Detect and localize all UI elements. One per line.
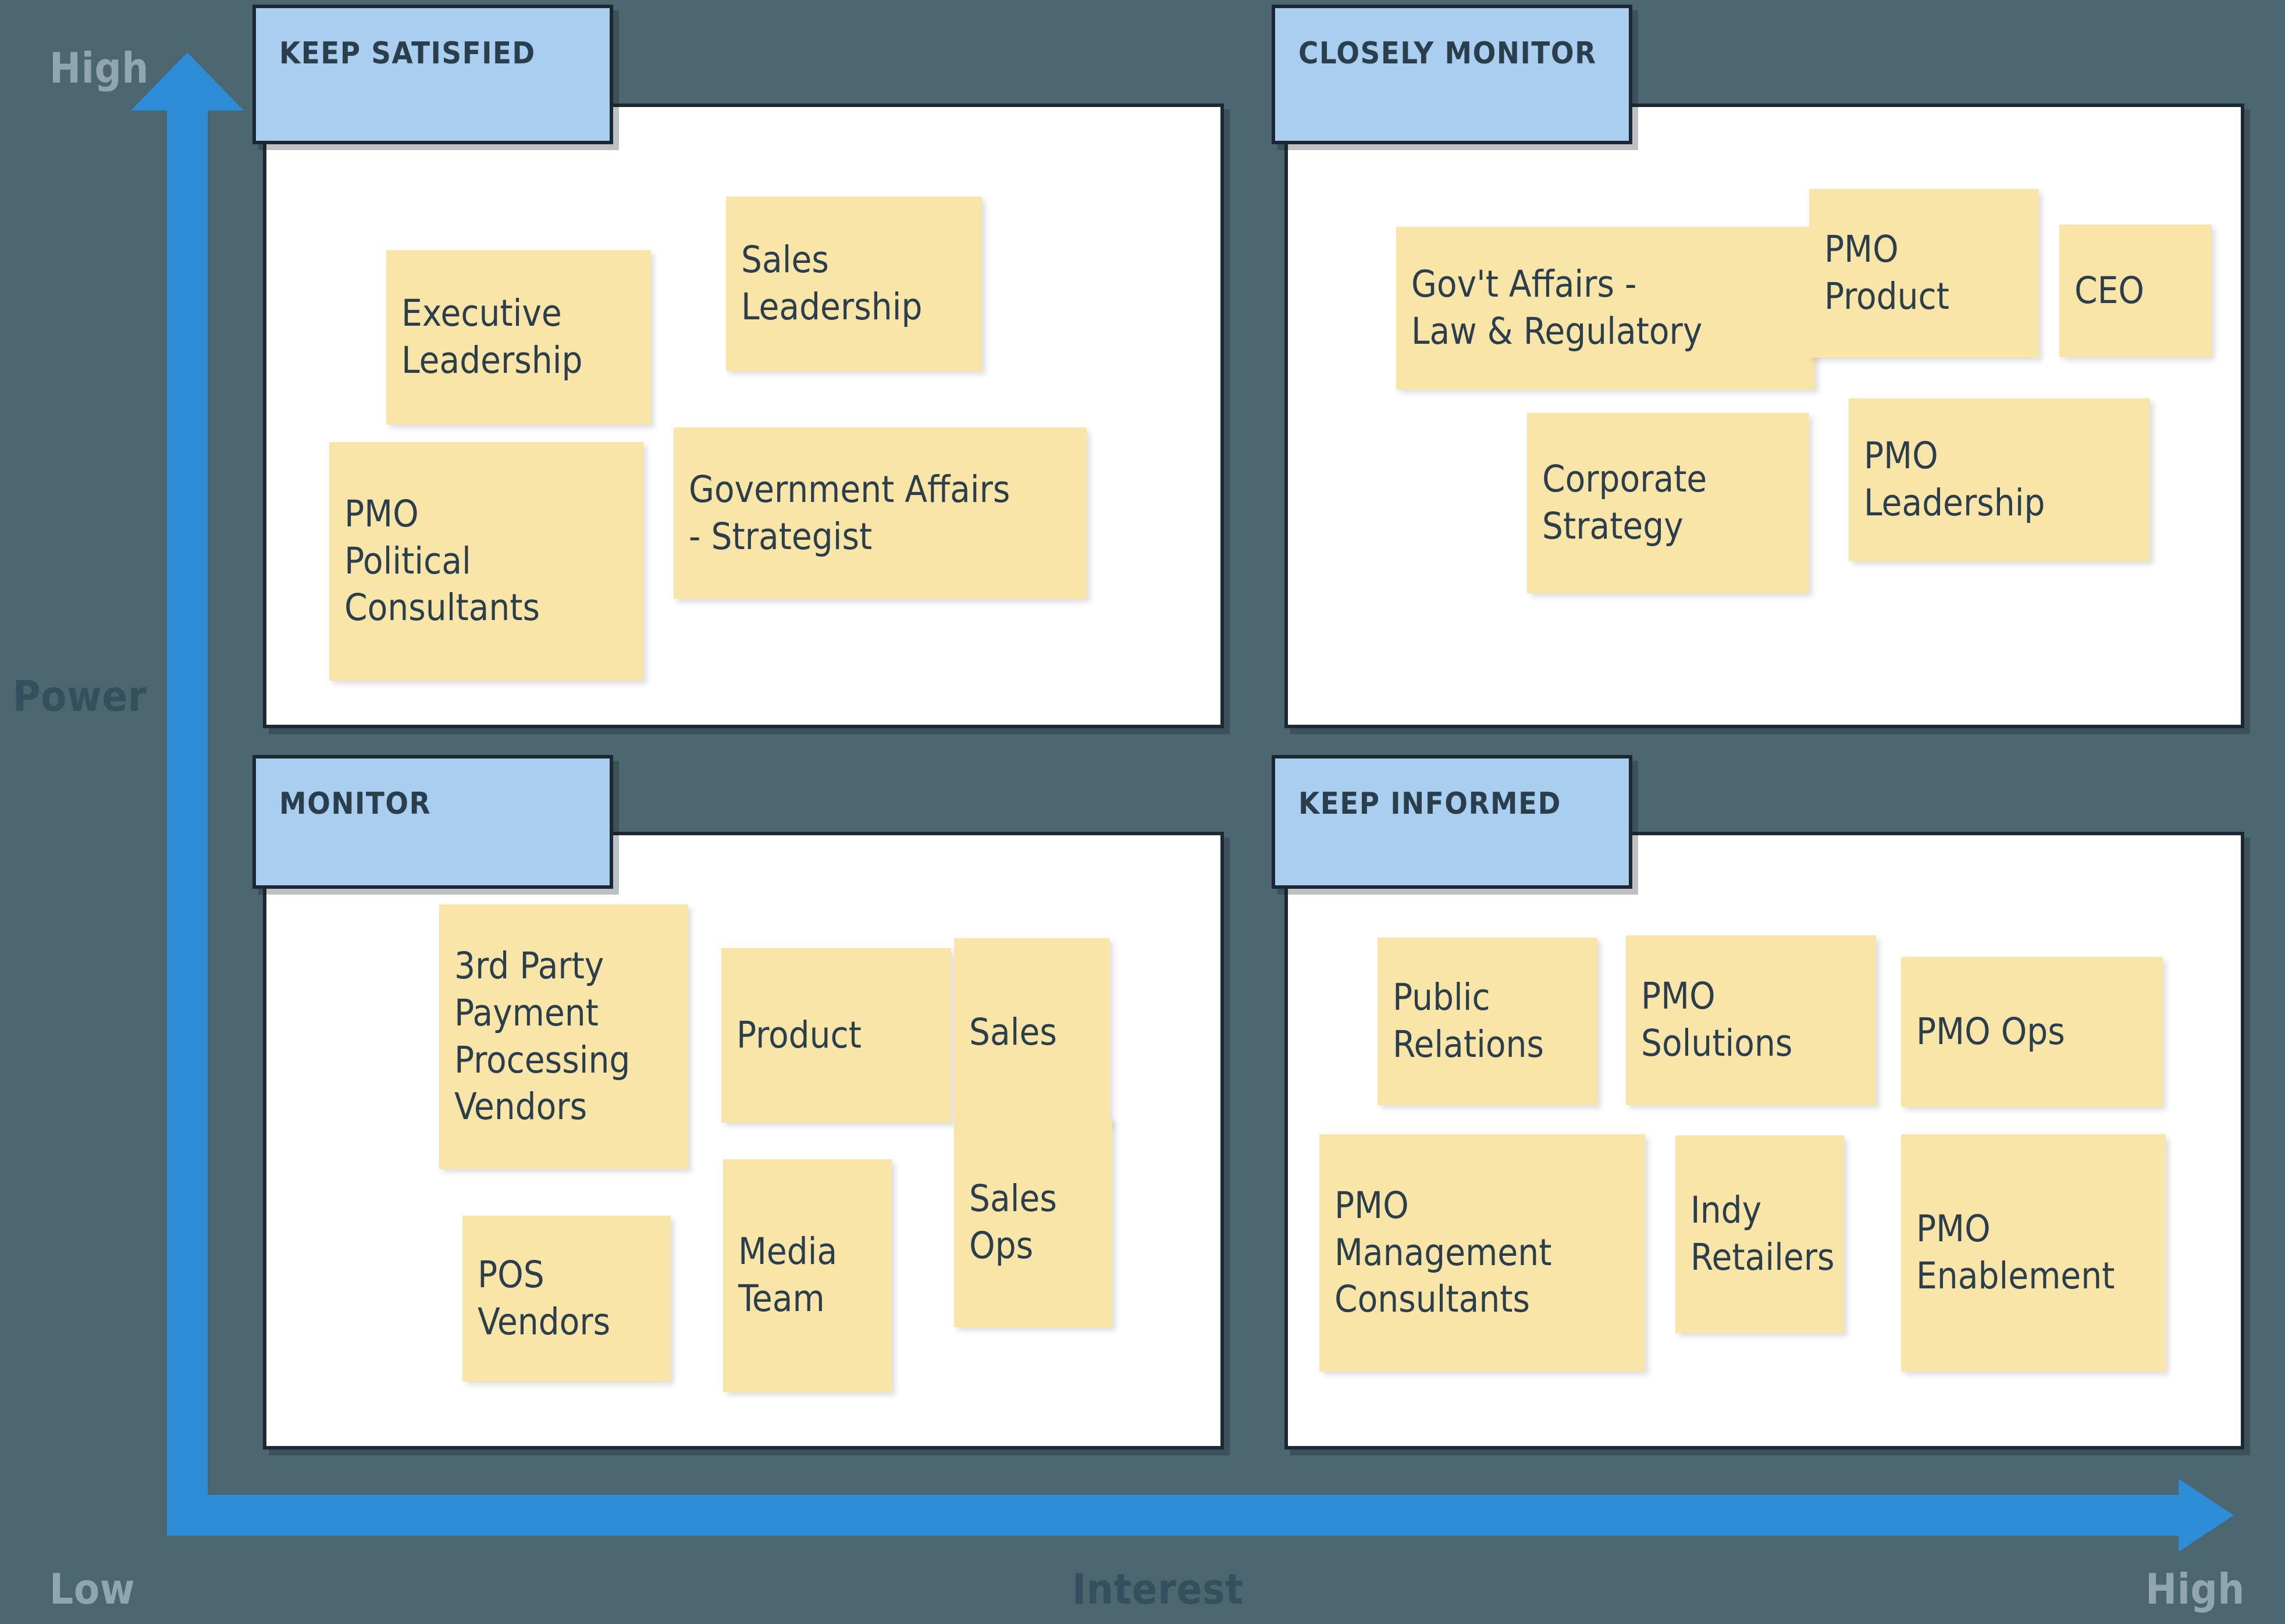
quadrant-tab-closely-monitor[interactable]: CLOSELY MONITOR bbox=[1272, 5, 1632, 144]
sticky-note-text: Product bbox=[736, 1013, 862, 1056]
sticky-note-text: PMO Product bbox=[1824, 228, 1949, 318]
sticky-note[interactable]: Corporate Strategy bbox=[1527, 413, 1809, 593]
sticky-note-text: POS Vendors bbox=[478, 1253, 611, 1343]
sticky-note[interactable]: PMO Product bbox=[1809, 189, 2039, 358]
quadrant-title-keep-informed: KEEP INFORMED bbox=[1298, 786, 1561, 821]
sticky-note-text: Corporate Strategy bbox=[1542, 458, 1707, 547]
sticky-note-text: Sales Ops bbox=[969, 1177, 1057, 1267]
quadrant-title-closely-monitor: CLOSELY MONITOR bbox=[1298, 36, 1597, 71]
sticky-note-text: PMO Leadership bbox=[1864, 435, 2045, 524]
sticky-note-text: Government Affairs - Strategist bbox=[689, 468, 1010, 558]
sticky-note[interactable]: Sales Ops bbox=[954, 1118, 1112, 1327]
x-axis-arrow-shaft bbox=[167, 1495, 2186, 1536]
sticky-note-text: PMO Political Consultants bbox=[344, 493, 540, 629]
x-axis-low-label: Low bbox=[49, 1565, 136, 1614]
quadrant-tab-monitor[interactable]: MONITOR bbox=[252, 755, 613, 889]
sticky-note[interactable]: Product bbox=[721, 948, 951, 1123]
sticky-note[interactable]: PMO Political Consultants bbox=[329, 442, 643, 681]
sticky-note[interactable]: Government Affairs - Strategist bbox=[674, 428, 1087, 599]
x-axis-title: Interest bbox=[1072, 1565, 1244, 1614]
sticky-note-text: Public Relations bbox=[1393, 976, 1544, 1066]
quadrant-title-keep-satisfied: KEEP SATISFIED bbox=[279, 36, 536, 71]
sticky-note[interactable]: Gov't Affairs - Law & Regulatory bbox=[1396, 227, 1815, 390]
y-axis-arrow-shaft bbox=[167, 108, 208, 1536]
sticky-note-text: Sales bbox=[969, 1011, 1057, 1054]
sticky-note-text: Gov't Affairs - Law & Regulatory bbox=[1411, 263, 1703, 352]
sticky-note[interactable]: PMO Ops bbox=[1901, 957, 2163, 1107]
sticky-note[interactable]: PMO Leadership bbox=[1849, 398, 2150, 561]
x-axis-arrow-head bbox=[2179, 1479, 2234, 1552]
x-axis-high-label: High bbox=[2145, 1565, 2245, 1614]
sticky-note[interactable]: PMO Management Consultants bbox=[1319, 1134, 1645, 1372]
y-axis-arrow-head bbox=[131, 52, 244, 111]
quadrant-title-monitor: MONITOR bbox=[279, 786, 432, 821]
sticky-note-text: Executive Leadership bbox=[401, 292, 583, 382]
sticky-note-text: 3rd Party Payment Processing Vendors bbox=[454, 945, 631, 1128]
sticky-note[interactable]: Indy Retailers bbox=[1675, 1135, 1844, 1333]
sticky-note[interactable]: Executive Leadership bbox=[386, 250, 651, 425]
sticky-note[interactable]: POS Vendors bbox=[462, 1216, 671, 1381]
sticky-note[interactable]: 3rd Party Payment Processing Vendors bbox=[439, 904, 688, 1169]
sticky-note-text: Indy Retailers bbox=[1690, 1189, 1835, 1278]
y-axis-title: Power bbox=[13, 672, 147, 721]
sticky-note[interactable]: Sales Leadership bbox=[726, 197, 982, 371]
sticky-note-text: PMO Ops bbox=[1916, 1010, 2065, 1053]
sticky-note[interactable]: PMO Enablement bbox=[1901, 1134, 2166, 1372]
sticky-note[interactable]: Sales bbox=[954, 938, 1110, 1127]
sticky-note[interactable]: Public Relations bbox=[1378, 938, 1597, 1105]
y-axis-high-label: High bbox=[49, 44, 149, 92]
quadrant-tab-keep-informed[interactable]: KEEP INFORMED bbox=[1272, 755, 1632, 889]
sticky-note-text: Media Team bbox=[738, 1230, 838, 1320]
sticky-note[interactable]: PMO Solutions bbox=[1626, 935, 1876, 1105]
sticky-note-text: PMO Management Consultants bbox=[1334, 1184, 1552, 1321]
sticky-note-text: CEO bbox=[2074, 269, 2145, 312]
sticky-note-text: PMO Enablement bbox=[1916, 1208, 2115, 1297]
quadrant-tab-keep-satisfied[interactable]: KEEP SATISFIED bbox=[252, 5, 613, 144]
sticky-note-text: PMO Solutions bbox=[1641, 975, 1793, 1064]
sticky-note[interactable]: Media Team bbox=[723, 1159, 892, 1392]
sticky-note[interactable]: CEO bbox=[2059, 225, 2212, 357]
sticky-note-text: Sales Leadership bbox=[741, 238, 923, 328]
